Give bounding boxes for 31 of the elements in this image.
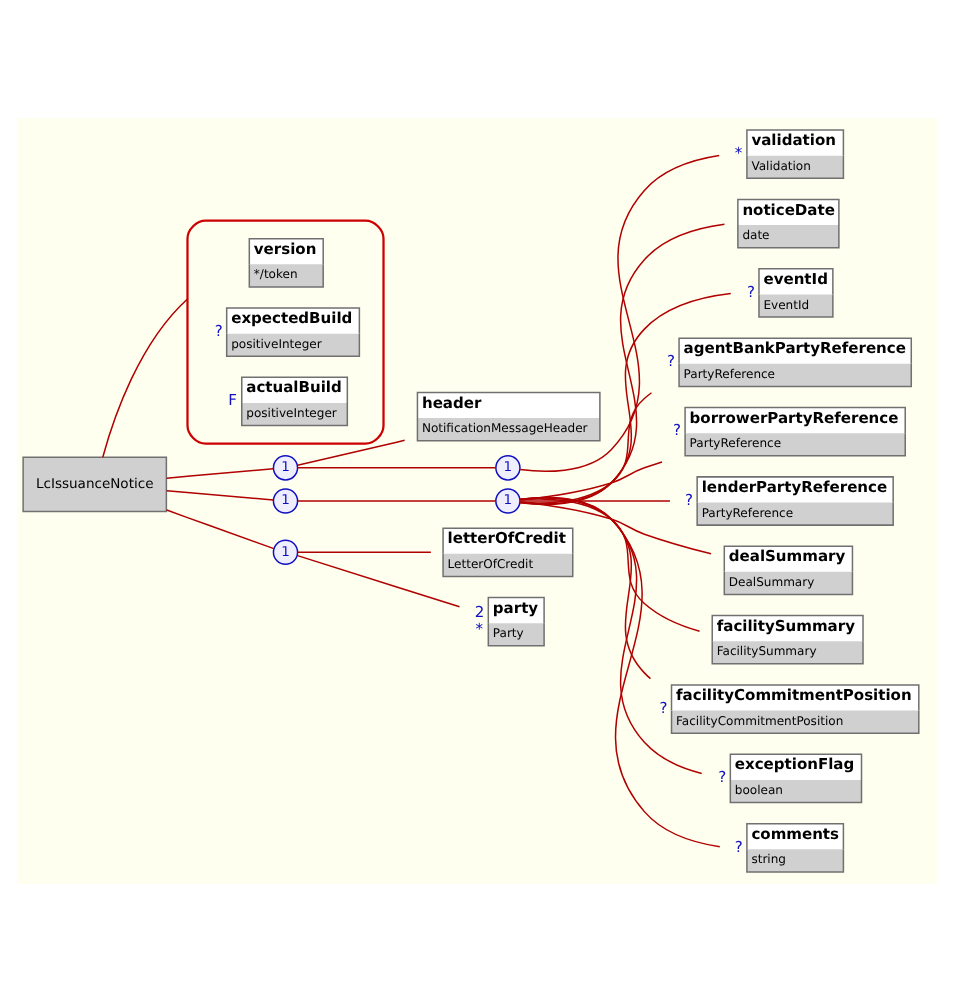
connector [519,495,703,774]
connector [519,500,712,554]
cluster [186,218,385,444]
connector [519,153,720,471]
connector [165,488,274,500]
node-label: * [734,142,743,161]
connector [102,297,189,457]
connector [519,499,671,501]
node-label: * [475,618,484,637]
node-label: ? [685,489,694,508]
connector [296,553,461,607]
connector [165,508,275,549]
connector [296,499,497,501]
connector [296,550,432,553]
node-label: ? [746,281,755,300]
connector [519,222,726,505]
node-label: ? [718,767,727,786]
node-label: ? [659,697,668,716]
node-label: 2 [474,602,485,621]
connector [519,497,701,631]
connector [519,291,732,504]
connector [519,495,721,847]
connector [296,466,497,468]
connector [296,438,406,466]
node-label: ? [734,836,743,855]
connector [519,460,663,500]
node-label: ? [214,320,223,339]
node-label: F [228,390,237,409]
node-label: ? [666,351,675,370]
connector [165,467,274,478]
node-label: ? [673,420,682,439]
